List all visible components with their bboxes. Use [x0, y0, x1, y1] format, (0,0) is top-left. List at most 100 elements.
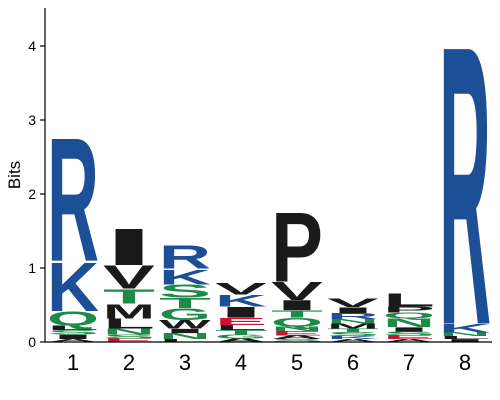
- y-tick-label: 2: [28, 186, 36, 202]
- residue-l: L: [47, 325, 99, 332]
- position-label: 8: [459, 350, 471, 375]
- residue-letter: I: [383, 326, 435, 333]
- residue-i: I: [271, 297, 323, 313]
- residue-n: N: [439, 331, 491, 337]
- residue-i: I: [215, 304, 267, 321]
- residue-n: N: [383, 316, 435, 330]
- residue-letter: K: [439, 321, 491, 335]
- residue-l: L: [215, 324, 267, 332]
- residue-letter: L: [215, 324, 267, 332]
- position-label: 2: [123, 350, 135, 375]
- residue-e: E: [215, 316, 267, 327]
- residue-g: G: [215, 334, 267, 340]
- residue-letter: I: [215, 304, 267, 321]
- residue-letter: T: [327, 328, 379, 334]
- residue-s: S: [327, 331, 379, 337]
- residue-letter: S: [383, 331, 435, 337]
- residue-letter: E: [215, 316, 267, 327]
- residue-letter: E: [383, 334, 435, 340]
- residue-k: K: [159, 265, 211, 289]
- position-label: 4: [235, 350, 247, 375]
- residue-letter: I: [47, 333, 99, 340]
- residue-letter: L: [439, 335, 491, 340]
- residue-p: P: [271, 191, 323, 302]
- y-tick-label: 4: [28, 38, 36, 54]
- residue-letter: T: [159, 295, 211, 311]
- residue-letter: L: [103, 316, 155, 332]
- residue-i: I: [327, 306, 379, 315]
- letter-stacks: AISLQKRESNLMTVILNIWGTSKRAGTLEIKVSAENQTIV…: [47, 0, 491, 400]
- residue-t: T: [159, 295, 211, 311]
- position-label: 7: [403, 350, 415, 375]
- residue-letter: G: [215, 334, 267, 340]
- residue-i: I: [439, 338, 491, 343]
- residue-v: V: [215, 280, 268, 298]
- residue-letter: N: [103, 327, 155, 336]
- residue-letter: P: [271, 191, 323, 302]
- residue-letter: S: [271, 338, 323, 343]
- residue-n: N: [159, 332, 211, 341]
- residue-k: K: [439, 321, 491, 335]
- residue-letter: V: [327, 296, 379, 310]
- residue-l: L: [103, 316, 155, 332]
- residue-p: P: [383, 305, 435, 314]
- residue-letter: I: [439, 338, 491, 343]
- residue-letter: T: [103, 285, 155, 308]
- residue-s: S: [159, 281, 211, 302]
- residue-letter: E: [271, 330, 323, 337]
- residue-letter: K: [159, 265, 211, 289]
- residue-letter: R: [47, 101, 99, 299]
- residue-letter: T: [215, 329, 267, 336]
- residue-q: Q: [47, 307, 99, 330]
- residue-a: A: [383, 338, 435, 343]
- residue-letter: K: [47, 249, 99, 327]
- residue-s: S: [383, 331, 435, 337]
- residue-k: K: [327, 335, 379, 340]
- residue-letter: V: [271, 277, 323, 305]
- residue-k: K: [47, 249, 99, 327]
- residue-i: I: [103, 218, 155, 276]
- residue-letter: R: [327, 312, 379, 321]
- residue-n: N: [327, 318, 379, 325]
- residue-t: T: [327, 328, 379, 334]
- residue-letter: Q: [271, 315, 323, 329]
- residue-e: E: [271, 330, 323, 337]
- residue-g: G: [159, 305, 211, 323]
- residue-letter: N: [159, 332, 211, 341]
- residue-n: N: [271, 325, 323, 332]
- residue-m: M: [327, 322, 379, 330]
- residue-i: I: [383, 326, 435, 333]
- residue-i: I: [47, 333, 99, 340]
- residue-v: V: [327, 296, 379, 310]
- residue-r: R: [159, 239, 211, 276]
- residue-e: E: [103, 337, 155, 343]
- residue-a: A: [327, 338, 379, 343]
- residue-letter: A: [271, 334, 323, 340]
- residue-v: V: [103, 259, 155, 296]
- residue-letter: E: [103, 337, 155, 343]
- residue-m: M: [103, 300, 155, 323]
- residue-letter: V: [215, 280, 268, 298]
- residue-letter: L: [383, 290, 435, 311]
- residue-letter: N: [383, 316, 435, 330]
- residue-r: R: [47, 101, 99, 299]
- residue-letter: A: [327, 338, 379, 343]
- residue-letter: W: [159, 318, 211, 332]
- residue-letter: K: [327, 335, 379, 340]
- y-axis-title: Bits: [5, 161, 24, 189]
- residue-letter: Q: [47, 307, 99, 330]
- residue-letter: N: [439, 331, 491, 337]
- residue-letter: I: [159, 328, 211, 335]
- residue-i: I: [159, 328, 211, 335]
- residue-r: R: [327, 312, 379, 321]
- residue-s: S: [47, 329, 99, 336]
- residue-letter: M: [327, 322, 379, 330]
- residue-letter: K: [215, 292, 267, 310]
- position-label: 1: [67, 350, 79, 375]
- residue-l: L: [159, 338, 211, 343]
- residue-k: K: [215, 292, 267, 310]
- residue-letter: S: [327, 331, 379, 337]
- residue-letter: G: [159, 305, 211, 323]
- residue-letter: Q: [383, 311, 435, 320]
- position-label: 5: [291, 350, 303, 375]
